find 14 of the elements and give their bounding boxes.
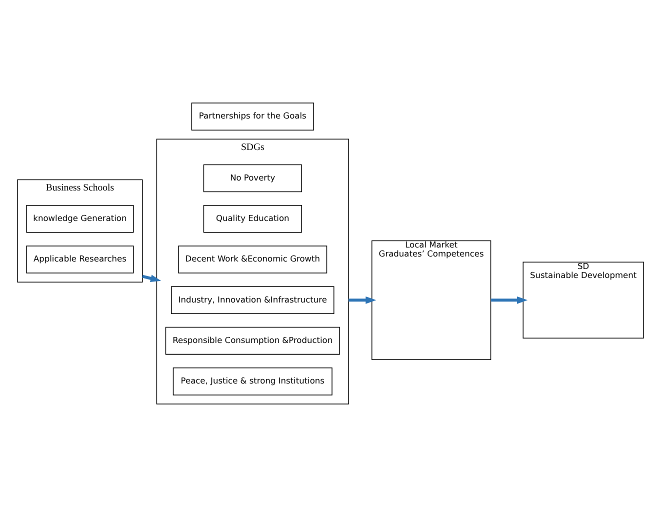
node-box: No Poverty <box>203 164 302 192</box>
node-box: Responsible Consumption &Production <box>165 326 340 355</box>
node-box: knowledge Generation <box>26 204 134 233</box>
node-box: SD Sustainable Development <box>522 262 644 338</box>
node-box: Quality Education <box>203 204 302 233</box>
node-box: Decent Work &Economic Growth <box>178 246 328 274</box>
node-box: Industry, Innovation &Infrastructure <box>171 286 334 314</box>
node-box: Partnerships for the Goals <box>191 102 314 130</box>
node-box: Peace, Justice & strong Institutions <box>172 367 332 396</box>
node-box: Applicable Researches <box>26 246 134 274</box>
arrow <box>490 296 528 304</box>
arrow <box>142 274 162 282</box>
node-box: Local Market Graduates’ Competences <box>372 240 492 360</box>
arrow <box>348 296 376 304</box>
